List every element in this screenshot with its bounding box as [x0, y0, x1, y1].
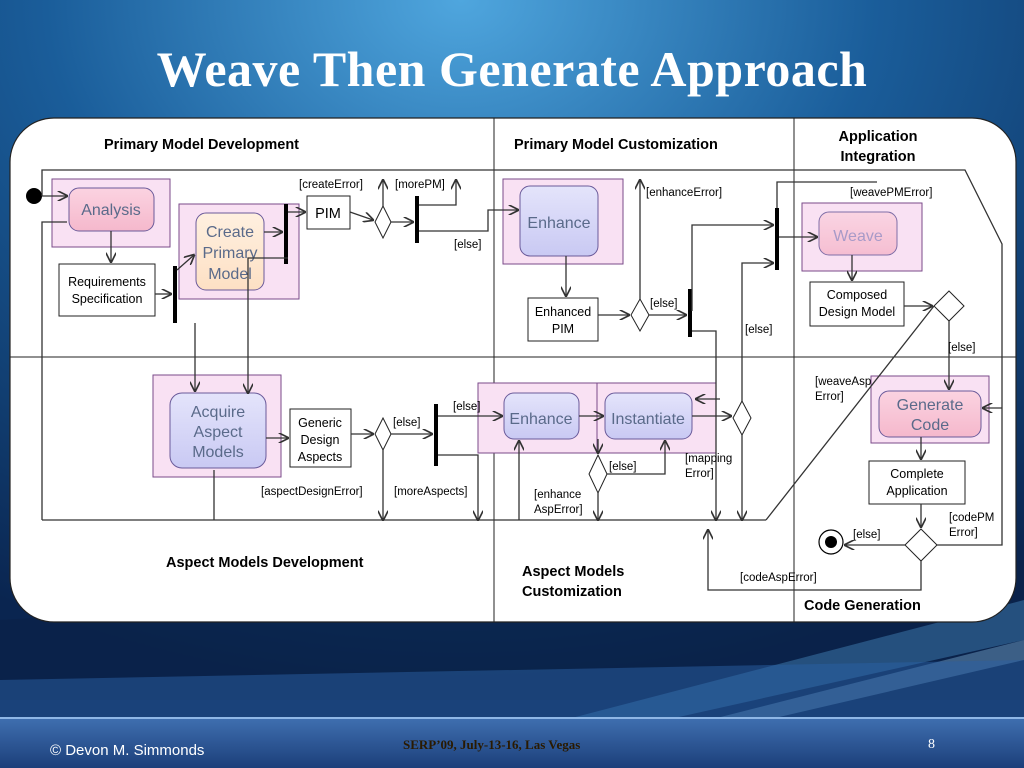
create-primary-model-activity[interactable]: [195, 212, 265, 291]
flow-weave-pm-error: [776, 181, 877, 208]
flow-code-asp-error: [708, 530, 922, 591]
flow-weave-asp-error: [765, 305, 935, 521]
guard-mapping-2: Error]: [685, 468, 714, 480]
guard-code-pm-1: [codePM: [949, 512, 994, 524]
create-label-1: Create: [206, 224, 254, 241]
weave-label: Weave: [833, 228, 883, 245]
guard-mapping-1: [mapping: [685, 453, 732, 465]
create-label-2: Primary: [202, 245, 257, 262]
lane-title-aspect-custom-2: Customization: [522, 584, 622, 600]
enhance-asp-label: Enhance: [509, 411, 572, 428]
guard-else-final: [else]: [853, 529, 881, 541]
flow-mapping-weave: [741, 263, 773, 401]
generic-label-2: Design: [301, 433, 340, 447]
enhanced-label-2: PIM: [552, 322, 574, 336]
page-number: 8: [928, 737, 935, 752]
guard-weave-asp-1: [weaveAsp: [815, 376, 871, 388]
initial-node: [26, 188, 42, 204]
req-label-2: Specification: [72, 292, 143, 306]
flow-create-error-back: [248, 257, 288, 393]
join-bar-create: [284, 204, 288, 264]
flow-pim-decision: [349, 211, 373, 220]
lane-title-app-integration-2: Integration: [841, 149, 916, 165]
guard-else-mid: [else]: [453, 401, 481, 413]
pim-object[interactable]: [306, 195, 351, 230]
acquire-label-1: Acquire: [191, 404, 245, 421]
footer-event: SERP’09, July-13-16, Las Vegas: [403, 737, 581, 752]
decision-enhanced: [630, 297, 650, 333]
lane-title-aspect-dev: Aspect Models Development: [166, 555, 364, 571]
weave-activity[interactable]: [818, 211, 898, 256]
flow-enh-join-weave: [691, 225, 773, 311]
acquire-label-2: Aspect: [194, 424, 243, 441]
acquire-label-3: Models: [192, 444, 244, 461]
fork-bar-req: [173, 266, 177, 323]
enhance-pm-label: Enhance: [527, 215, 590, 232]
guard-else-inst: [else]: [609, 461, 637, 473]
enhanced-label-1: Enhanced: [535, 305, 591, 319]
join-bar-enh: [688, 289, 692, 337]
slide-title: Weave Then Generate Approach: [156, 41, 868, 97]
guard-enhance-error: [enhanceError]: [646, 187, 722, 199]
guard-weave-pm-error: [weavePMError]: [850, 187, 932, 199]
requirements-spec-object[interactable]: [58, 263, 156, 317]
guard-else-weave: [else]: [948, 342, 976, 354]
composed-label-2: Design Model: [819, 305, 895, 319]
guard-aspect-design-error: [aspectDesignError]: [261, 486, 363, 498]
complete-application-object[interactable]: [868, 460, 966, 505]
flow-else-enhance: [419, 210, 518, 232]
pim-label: PIM: [315, 206, 341, 222]
flow-code-pm-error: [41, 169, 1003, 546]
guard-else-asp: [else]: [393, 417, 421, 429]
footer-author: © Devon M. Simmonds: [50, 742, 205, 759]
generate-label-2: Code: [911, 417, 949, 434]
complete-label-2: Application: [886, 484, 947, 498]
guard-else-enh2: [else]: [745, 324, 773, 336]
generate-label-1: Generate: [897, 397, 964, 414]
generic-label-3: Aspects: [298, 450, 342, 464]
flow-fork-create: [176, 255, 194, 271]
decision-pim: [374, 204, 392, 240]
lane-title-primary-custom: Primary Model Customization: [514, 137, 718, 153]
flow-enh-join-down: [692, 330, 716, 520]
lane-title-code-gen: Code Generation: [804, 598, 921, 614]
composed-label-1: Composed: [827, 288, 887, 302]
guard-code-asp-error: [codeAspError]: [740, 572, 817, 584]
flow-more-aspects: [438, 454, 478, 520]
flow-bottom-loop: [41, 221, 766, 521]
generate-code-activity[interactable]: [878, 390, 982, 438]
final-node-inner: [825, 536, 837, 548]
create-label-3: Model: [208, 266, 252, 283]
guard-more-pm: [morePM]: [395, 179, 445, 191]
guard-more-aspects: [moreAspects]: [394, 486, 468, 498]
lane-title-primary-dev: Primary Model Development: [104, 137, 299, 153]
complete-label-1: Complete: [890, 467, 944, 481]
acquire-aspect-models-activity[interactable]: [169, 392, 267, 469]
lane-title-app-integration-1: Application: [839, 129, 918, 145]
generic-label-1: Generic: [298, 416, 342, 430]
generic-design-aspects-object[interactable]: [289, 408, 352, 468]
guard-enhance-asp-1: [enhance: [534, 489, 581, 501]
guard-else-enh: [else]: [650, 298, 678, 310]
guard-enhance-asp-2: AspError]: [534, 504, 583, 516]
flow-more-pm: [419, 180, 456, 206]
composed-design-model-object[interactable]: [809, 281, 905, 327]
join-bar-pim: [415, 196, 419, 243]
guard-create-error: [createError]: [299, 179, 363, 191]
flow-inst-else: [607, 441, 665, 475]
guard-weave-asp-2: Error]: [815, 391, 844, 403]
guard-code-pm-2: Error]: [949, 527, 978, 539]
enhanced-pim-object[interactable]: [527, 297, 599, 342]
analysis-label: Analysis: [81, 202, 141, 219]
guard-else-pim: [else]: [454, 239, 482, 251]
enhance-pm-activity[interactable]: [519, 185, 599, 257]
join-bar-weave: [775, 208, 779, 270]
lane-title-aspect-custom-1: Aspect Models: [522, 564, 624, 580]
join-bar-asp: [434, 404, 438, 466]
req-label-1: Requirements: [68, 275, 146, 289]
instantiate-label: Instantiate: [611, 411, 685, 428]
